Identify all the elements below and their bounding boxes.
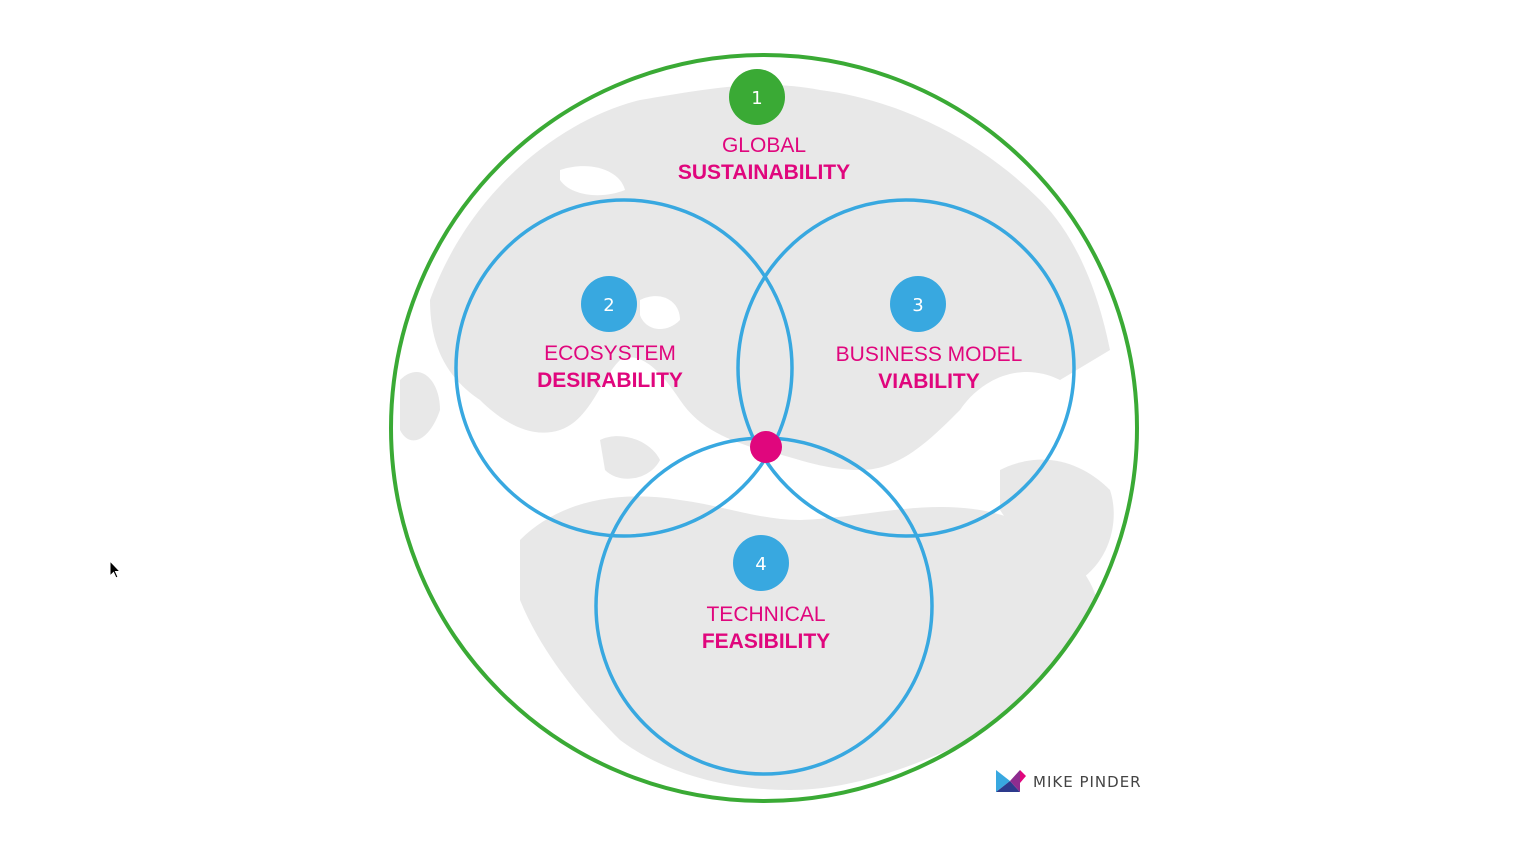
outer-ring-global <box>389 53 1139 803</box>
global-label: GLOBAL <box>722 134 806 157</box>
viability-label: VIABILITY <box>878 370 980 393</box>
badge-4-number: 4 <box>755 554 766 575</box>
business-model-label: BUSINESS MODEL <box>836 343 1023 366</box>
badge-3-number: 3 <box>912 295 923 316</box>
brand-name: MIKE PINDER <box>1033 773 1142 791</box>
badge-2: 2 <box>581 276 637 332</box>
mouse-cursor-icon <box>109 559 122 579</box>
badge-2-number: 2 <box>603 295 614 316</box>
badge-1-number: 1 <box>751 88 762 109</box>
sustainability-label: SUSTAINABILITY <box>678 161 850 184</box>
badge-3: 3 <box>890 276 946 332</box>
center-intersection-dot <box>750 431 782 463</box>
technical-label: TECHNICAL <box>706 603 825 626</box>
brand-logo: MIKE PINDER <box>996 770 1142 792</box>
feasibility-label: FEASIBILITY <box>702 630 830 653</box>
ring-ecosystem <box>454 198 794 538</box>
ring-business-model <box>736 198 1076 538</box>
badge-4: 4 <box>733 535 789 591</box>
world-map-background <box>400 84 1114 790</box>
desirability-label: DESIRABILITY <box>537 369 683 392</box>
ecosystem-label: ECOSYSTEM <box>544 342 676 365</box>
badge-1: 1 <box>729 69 785 125</box>
brand-logo-icon <box>996 770 1026 792</box>
